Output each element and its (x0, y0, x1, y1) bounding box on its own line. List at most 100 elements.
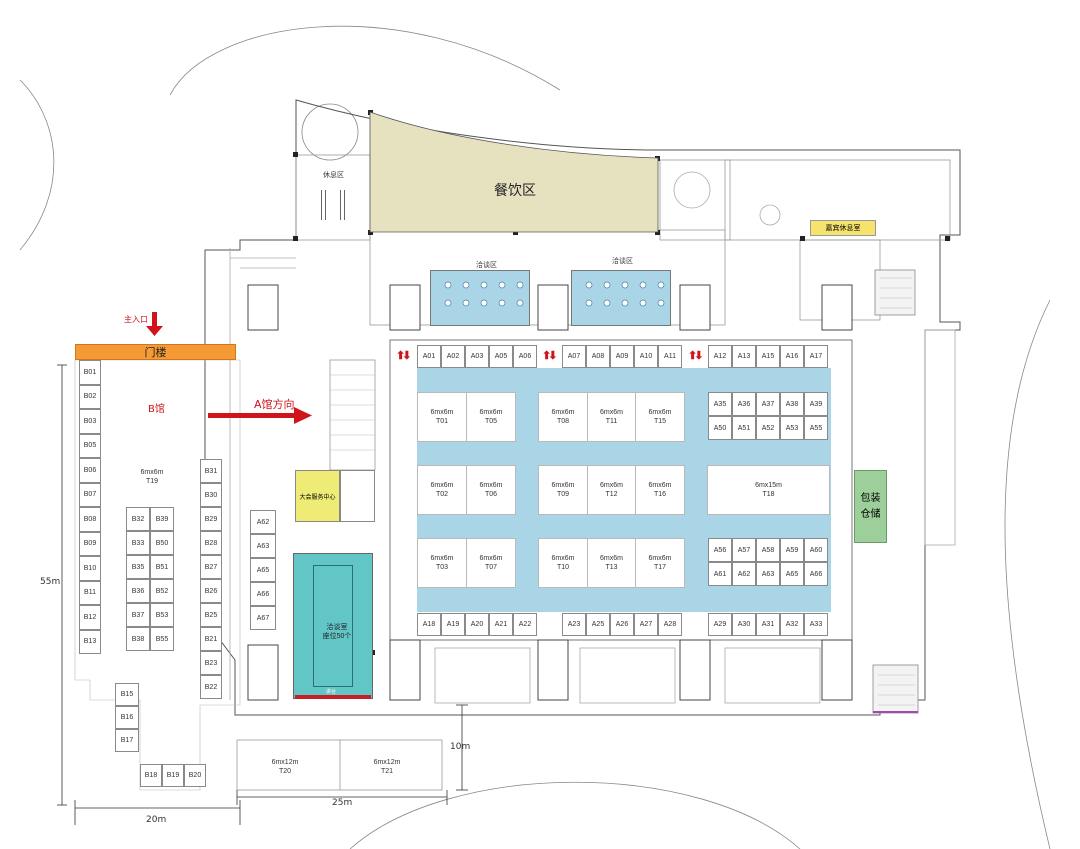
stall-a63[interactable]: A63 (250, 534, 276, 558)
stall-b13[interactable]: B13 (79, 629, 101, 654)
stall-a32[interactable]: A32 (780, 613, 804, 636)
stall-a58[interactable]: A58 (756, 538, 780, 562)
stall-a18[interactable]: A18 (417, 613, 441, 636)
stall-a19[interactable]: A19 (441, 613, 465, 636)
stall-a21[interactable]: A21 (489, 613, 513, 636)
stall-a03[interactable]: A03 (465, 345, 489, 368)
stall-b07[interactable]: B07 (79, 482, 101, 507)
stall-b02[interactable]: B02 (79, 384, 101, 409)
stall-b37[interactable]: B37 (126, 603, 150, 627)
stall-b20[interactable]: B20 (184, 764, 206, 787)
stall-a27[interactable]: A27 (634, 613, 658, 636)
stall-a11[interactable]: A11 (658, 345, 682, 368)
stall-b26[interactable]: B26 (200, 579, 222, 603)
stall-b23[interactable]: B23 (200, 651, 222, 675)
stall-b27[interactable]: B27 (200, 555, 222, 579)
stall-a56[interactable]: A56 (708, 538, 732, 562)
stall-a55[interactable]: A55 (804, 416, 828, 440)
stall-a62[interactable]: A62 (732, 562, 756, 586)
stall-a39[interactable]: A39 (804, 392, 828, 416)
stall-a25[interactable]: A25 (586, 613, 610, 636)
stall-a53[interactable]: A53 (780, 416, 804, 440)
stall-b25[interactable]: B25 (200, 603, 222, 627)
stall-a57[interactable]: A57 (732, 538, 756, 562)
stall-b22[interactable]: B22 (200, 675, 222, 699)
stall-a66[interactable]: A66 (250, 582, 276, 606)
stall-a28[interactable]: A28 (658, 613, 682, 636)
stall-a12[interactable]: A12 (708, 345, 732, 368)
stall-a23[interactable]: A23 (562, 613, 586, 636)
stall-a65[interactable]: A65 (780, 562, 804, 586)
stall-a13[interactable]: A13 (732, 345, 756, 368)
stall-b17[interactable]: B17 (115, 729, 139, 752)
stall-a05[interactable]: A05 (489, 345, 513, 368)
stall-b55[interactable]: B55 (150, 627, 174, 651)
stall-b35[interactable]: B35 (126, 555, 150, 579)
stall-b53[interactable]: B53 (150, 603, 174, 627)
stall-a30[interactable]: A30 (732, 613, 756, 636)
stall-a08[interactable]: A08 (586, 345, 610, 368)
stall-b38[interactable]: B38 (126, 627, 150, 651)
stall-a66[interactable]: A66 (804, 562, 828, 586)
stall-a20[interactable]: A20 (465, 613, 489, 636)
stall-b11[interactable]: B11 (79, 580, 101, 605)
stall-a35[interactable]: A35 (708, 392, 732, 416)
stall-b19[interactable]: B19 (162, 764, 184, 787)
stall-a36[interactable]: A36 (732, 392, 756, 416)
stall-b08[interactable]: B08 (79, 507, 101, 532)
stall-a31[interactable]: A31 (756, 613, 780, 636)
stall-a61[interactable]: A61 (708, 562, 732, 586)
stall-b05[interactable]: B05 (79, 433, 101, 458)
stall-a29[interactable]: A29 (708, 613, 732, 636)
stall-b09[interactable]: B09 (79, 531, 101, 556)
stall-a22[interactable]: A22 (513, 613, 537, 636)
stall-a37[interactable]: A37 (756, 392, 780, 416)
stall-a15[interactable]: A15 (756, 345, 780, 368)
stall-b03[interactable]: B03 (79, 409, 101, 434)
stall-b16[interactable]: B16 (115, 706, 139, 729)
stall-b28[interactable]: B28 (200, 531, 222, 555)
stall-a51[interactable]: A51 (732, 416, 756, 440)
stall-a09[interactable]: A09 (610, 345, 634, 368)
stall-b52[interactable]: B52 (150, 579, 174, 603)
stall-b33[interactable]: B33 (126, 531, 150, 555)
stall-a60[interactable]: A60 (804, 538, 828, 562)
stall-a62[interactable]: A62 (250, 510, 276, 534)
stall-b21[interactable]: B21 (200, 627, 222, 651)
stall-b01[interactable]: B01 (79, 360, 101, 385)
stall-a67[interactable]: A67 (250, 606, 276, 630)
stall-b30[interactable]: B30 (200, 483, 222, 507)
stall-a02[interactable]: A02 (441, 345, 465, 368)
stall-a33[interactable]: A33 (804, 613, 828, 636)
stall-a10[interactable]: A10 (634, 345, 658, 368)
stall-b18[interactable]: B18 (140, 764, 162, 787)
stall-b29[interactable]: B29 (200, 507, 222, 531)
stall-a07[interactable]: A07 (562, 345, 586, 368)
stall-a26[interactable]: A26 (610, 613, 634, 636)
stall-b31[interactable]: B31 (200, 459, 222, 483)
stall-a50[interactable]: A50 (708, 416, 732, 440)
stall-b15[interactable]: B15 (115, 683, 139, 706)
stall-a59[interactable]: A59 (780, 538, 804, 562)
stall-b32[interactable]: B32 (126, 507, 150, 531)
stall-b36[interactable]: B36 (126, 579, 150, 603)
stall-b51[interactable]: B51 (150, 555, 174, 579)
stall-a52[interactable]: A52 (756, 416, 780, 440)
stall-b39[interactable]: B39 (150, 507, 174, 531)
